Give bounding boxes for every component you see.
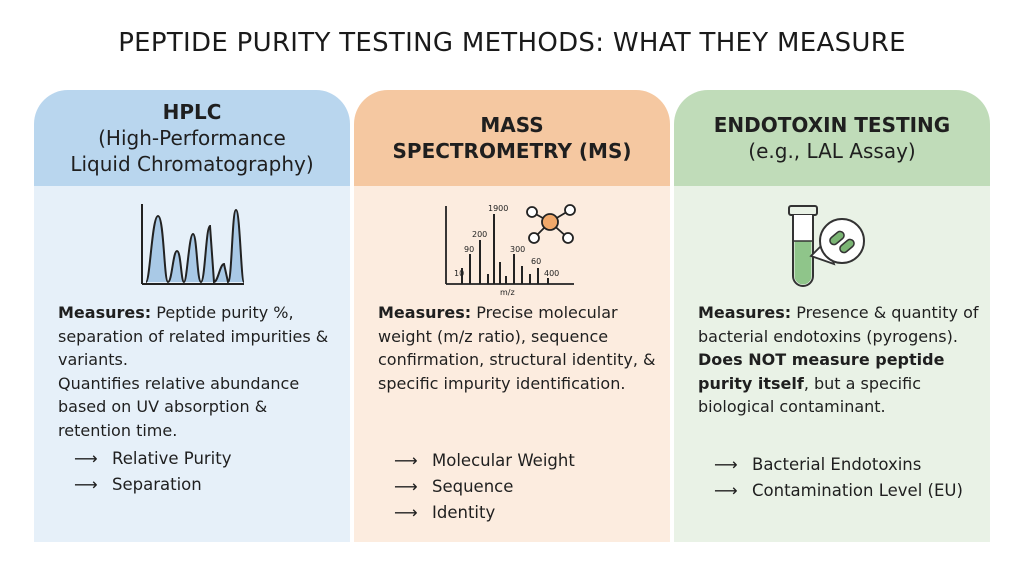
mass-spec-card: MASS SPECTROMETRY (MS) 1900 — [354, 90, 670, 542]
spectrum-label: 1900 — [488, 204, 508, 213]
mass-spec-title-line1: MASS — [480, 113, 544, 137]
arrow-right-icon: ⟶ — [394, 451, 418, 470]
page-title: PEPTIDE PURITY TESTING METHODS: WHAT THE… — [118, 28, 906, 58]
endotoxin-card-header: ENDOTOXIN TESTING (e.g., LAL Assay) — [674, 90, 990, 186]
mass-spec-measures-label: Measures: — [378, 303, 472, 322]
list-item: ⟶Contamination Level (EU) — [714, 478, 963, 504]
endotoxin-description: Measures: Presence & quantity of bacteri… — [698, 301, 982, 419]
spectrum-label: 90 — [464, 245, 474, 254]
chromatogram-icon — [141, 204, 245, 285]
endotoxin-output-list: ⟶Bacterial Endotoxins ⟶Contamination Lev… — [714, 452, 963, 504]
spectrum-label: 60 — [531, 257, 541, 266]
hplc-measures-text: Peptide purity %, separation of related … — [58, 303, 329, 369]
arrow-right-icon: ⟶ — [394, 477, 418, 496]
list-item: ⟶Separation — [74, 472, 232, 498]
mass-spec-card-header: MASS SPECTROMETRY (MS) — [354, 90, 670, 186]
arrow-right-icon: ⟶ — [74, 475, 98, 494]
mass-spec-card-body: 1900 200 90 300 60 10 400 m/z — [354, 186, 670, 542]
hplc-subtitle-line2: Liquid Chromatography) — [70, 152, 314, 176]
mass-spec-description: Measures: Precise molecular weight (m/z … — [378, 301, 662, 395]
mass-spec-output-list: ⟶Molecular Weight ⟶Sequence ⟶Identity — [394, 448, 575, 526]
molecule-icon — [526, 204, 576, 244]
endotoxin-title: ENDOTOXIN TESTING — [713, 113, 951, 137]
endotoxin-card-body: Measures: Presence & quantity of bacteri… — [674, 186, 990, 542]
hplc-card-header: HPLC (High-Performance Liquid Chromatogr… — [34, 90, 350, 186]
endotoxin-card: ENDOTOXIN TESTING (e.g., LAL Assay) Meas… — [674, 90, 990, 542]
hplc-output-list: ⟶Relative Purity ⟶Separation — [74, 446, 232, 498]
spectrum-label: 300 — [510, 245, 525, 254]
endotoxin-extra-text: , but a specific biological contaminant. — [698, 373, 921, 417]
spectrum-label: 400 — [544, 269, 559, 278]
endotoxin-measures-label: Measures: — [698, 303, 792, 322]
hplc-measures-label: Measures: — [58, 303, 152, 322]
endotoxin-extra-bold: Does NOT measure peptide purity itself — [698, 350, 945, 393]
hplc-extra-text: Quantifies relative abundance based on U… — [58, 373, 300, 440]
list-item: ⟶Sequence — [394, 474, 575, 500]
hplc-card: HPLC (High-Performance Liquid Chromatogr… — [34, 90, 350, 542]
mass-spec-title-line2: SPECTROMETRY (MS) — [392, 139, 632, 163]
spectrum-label: 10 — [454, 269, 464, 278]
arrow-right-icon: ⟶ — [714, 455, 738, 474]
arrow-right-icon: ⟶ — [394, 503, 418, 522]
list-item: ⟶Relative Purity — [74, 446, 232, 472]
hplc-subtitle-line1: (High-Performance — [98, 126, 286, 150]
endotoxin-subtitle: (e.g., LAL Assay) — [748, 139, 916, 163]
hplc-title: HPLC — [162, 100, 222, 124]
test-tube-bacteria-icon — [788, 205, 865, 287]
mass-spec-measures-text: Precise molecular weight (m/z ratio), se… — [378, 303, 656, 393]
endotoxin-measures-text: Presence & quantity of bacterial endotox… — [698, 303, 979, 346]
spectrum-axis-label: m/z — [500, 288, 515, 296]
arrow-right-icon: ⟶ — [74, 449, 98, 468]
mass-spectrum-icon: 1900 200 90 300 60 10 400 m/z — [445, 204, 576, 296]
list-item: ⟶Identity — [394, 500, 575, 526]
hplc-card-body: Measures: Peptide purity %, separation o… — [34, 186, 350, 542]
hplc-description: Measures: Peptide purity %, separation o… — [58, 301, 342, 442]
spectrum-label: 200 — [472, 230, 487, 239]
arrow-right-icon: ⟶ — [714, 481, 738, 500]
list-item: ⟶Bacterial Endotoxins — [714, 452, 963, 478]
list-item: ⟶Molecular Weight — [394, 448, 575, 474]
